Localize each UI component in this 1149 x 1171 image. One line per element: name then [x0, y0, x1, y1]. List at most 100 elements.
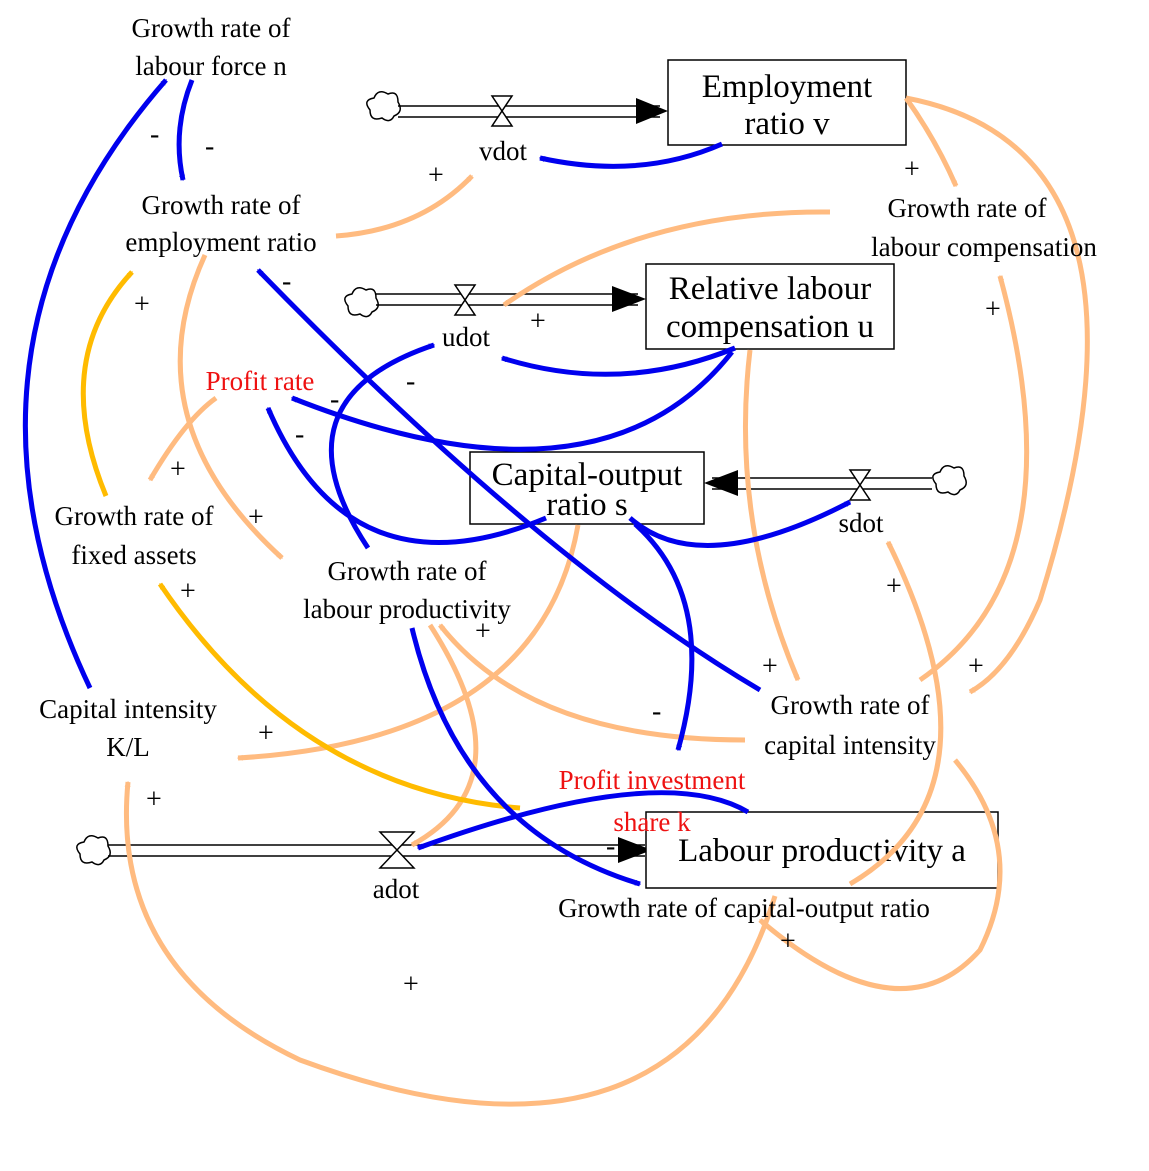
- var-label: employment ratio: [125, 227, 316, 257]
- var-growth-rate-labour-compensation[interactable]: Growth rate of labour compensation: [871, 193, 1097, 262]
- var-profit-rate[interactable]: Profit rate: [206, 366, 315, 396]
- link-gcomp-to-udot: [502, 209, 831, 308]
- stocks: Employment ratio v Relative labour compe…: [469, 59, 999, 889]
- link-capint-to-glabourforce: [22, 78, 168, 690]
- var-label: K/L: [106, 732, 150, 762]
- link-profitrate-to-gfixed: [147, 395, 218, 482]
- var-label: share k: [613, 807, 691, 837]
- link-capout-to-profitrate: [265, 406, 547, 546]
- stock-label: Relative labour: [669, 271, 872, 307]
- link-gcapint-to-gprod: [438, 623, 746, 743]
- sign-plus: +: [428, 160, 444, 191]
- var-label: capital intensity: [764, 730, 936, 760]
- stock-capital-output-ratio[interactable]: Capital-output ratio s: [469, 451, 705, 525]
- link-labourcomp-to-gcapint: [742, 349, 801, 682]
- link-gemployment-to-gprod: [177, 253, 284, 560]
- link-gprod-to-gcapout: [409, 627, 642, 887]
- var-growth-rate-labour-force[interactable]: Growth rate of labour force n: [132, 13, 291, 81]
- sign-plus: +: [968, 651, 984, 682]
- sign-plus: +: [180, 576, 196, 607]
- stock-label: compensation u: [666, 309, 874, 345]
- flow-label-sdot[interactable]: sdot: [838, 508, 884, 538]
- var-label: fixed assets: [71, 540, 196, 570]
- sign-plus: +: [146, 784, 162, 815]
- link-gcapint-to-gcomp: [918, 274, 1030, 683]
- valve-icon: [848, 469, 872, 501]
- sign-minus: -: [295, 419, 304, 450]
- valve-icon: [378, 831, 416, 869]
- link-employment-to-vdot: [538, 141, 724, 169]
- sign-minus: -: [282, 266, 291, 297]
- link-employment-to-gcomp: [903, 96, 959, 188]
- link-labourcomp-to-profitrate: [290, 350, 734, 452]
- variables: Growth rate of labour force n Growth rat…: [39, 13, 1097, 923]
- flow-label-adot[interactable]: adot: [373, 874, 420, 904]
- link-gcapint-to-sdot: [848, 540, 944, 887]
- sign-minus: -: [330, 384, 339, 415]
- stock-label: Employment: [702, 69, 872, 105]
- vdot-pipe: [366, 91, 668, 127]
- link-employment-to-gcapint: [905, 95, 1090, 695]
- sign-plus: +: [134, 289, 150, 320]
- sign-plus: +: [762, 651, 778, 682]
- link-gemployment-to-vdot: [335, 174, 474, 239]
- sign-plus: +: [248, 502, 264, 533]
- var-profit-investment-share[interactable]: Profit investment share k: [559, 765, 746, 837]
- sign-minus: -: [406, 366, 415, 397]
- sign-minus: -: [606, 831, 615, 862]
- var-label: Profit investment: [559, 765, 746, 795]
- var-label: Growth rate of: [132, 13, 291, 43]
- link-glabourforce-to-gemployment: [176, 79, 195, 182]
- var-label: Growth rate of: [771, 690, 930, 720]
- link-pis-to-gfixed: [157, 582, 521, 811]
- sign-plus: +: [780, 926, 796, 957]
- link-productivity-to-capint: [123, 780, 778, 1107]
- link-productivity-to-adot: [416, 790, 750, 851]
- sdot-pipe: [704, 465, 967, 501]
- sign-plus: +: [904, 154, 920, 185]
- var-growth-rate-fixed-assets[interactable]: Growth rate of fixed assets: [55, 501, 214, 570]
- link-labourcomp-to-udot: [500, 345, 736, 377]
- sign-plus: +: [886, 571, 902, 602]
- stock-labour-productivity[interactable]: Labour productivity a: [645, 811, 999, 889]
- var-label: labour compensation: [871, 232, 1097, 262]
- udot-pipe: [344, 284, 646, 318]
- sign-plus: +: [475, 616, 491, 647]
- flow-label-udot[interactable]: udot: [442, 322, 491, 352]
- link-gprod-to-udot: [328, 342, 436, 550]
- var-label: Growth rate of: [328, 556, 487, 586]
- stock-label: Capital-output: [492, 457, 683, 493]
- sign-minus: -: [205, 131, 214, 162]
- sign-plus: +: [985, 294, 1001, 325]
- negative-links: [22, 78, 852, 887]
- valve-icon: [453, 284, 477, 316]
- sign-minus: -: [150, 119, 159, 150]
- link-capout-to-capint: [236, 524, 581, 761]
- stock-label: ratio s: [546, 487, 628, 523]
- cloud-icon: [76, 835, 111, 866]
- var-growth-rate-capital-output-ratio[interactable]: Growth rate of capital-output ratio: [558, 893, 930, 923]
- link-gcapint-to-gcapout: [758, 758, 1003, 992]
- stock-label: Labour productivity a: [678, 833, 966, 869]
- var-capital-intensity[interactable]: Capital intensity K/L: [39, 694, 217, 762]
- link-capout-to-pis: [633, 522, 695, 752]
- flow-label-vdot[interactable]: vdot: [479, 136, 528, 166]
- link-gfixed-to-gemployment: [80, 270, 134, 497]
- polarity-signs: - - + + - + + + - - - + + + + + + + - + …: [134, 119, 1001, 1000]
- sign-plus: +: [403, 969, 419, 1000]
- var-growth-rate-employment-ratio[interactable]: Growth rate of employment ratio: [125, 190, 316, 257]
- sign-plus: +: [258, 718, 274, 749]
- var-label: Growth rate of: [142, 190, 301, 220]
- link-gcapint-to-gemployment: [256, 268, 762, 693]
- sign-plus: +: [170, 454, 186, 485]
- link-capout-to-sdot: [628, 499, 852, 548]
- stock-label: ratio v: [744, 106, 830, 142]
- var-growth-rate-labour-productivity[interactable]: Growth rate of labour productivity: [303, 556, 511, 624]
- valve-icon: [490, 95, 514, 127]
- stock-relative-labour-compensation[interactable]: Relative labour compensation u: [645, 263, 895, 350]
- var-label: Capital intensity: [39, 694, 217, 724]
- stock-employment-ratio[interactable]: Employment ratio v: [667, 59, 907, 146]
- cloud-icon: [366, 91, 401, 122]
- var-growth-rate-capital-intensity[interactable]: Growth rate of capital intensity: [764, 690, 936, 760]
- sign-minus: -: [652, 696, 661, 727]
